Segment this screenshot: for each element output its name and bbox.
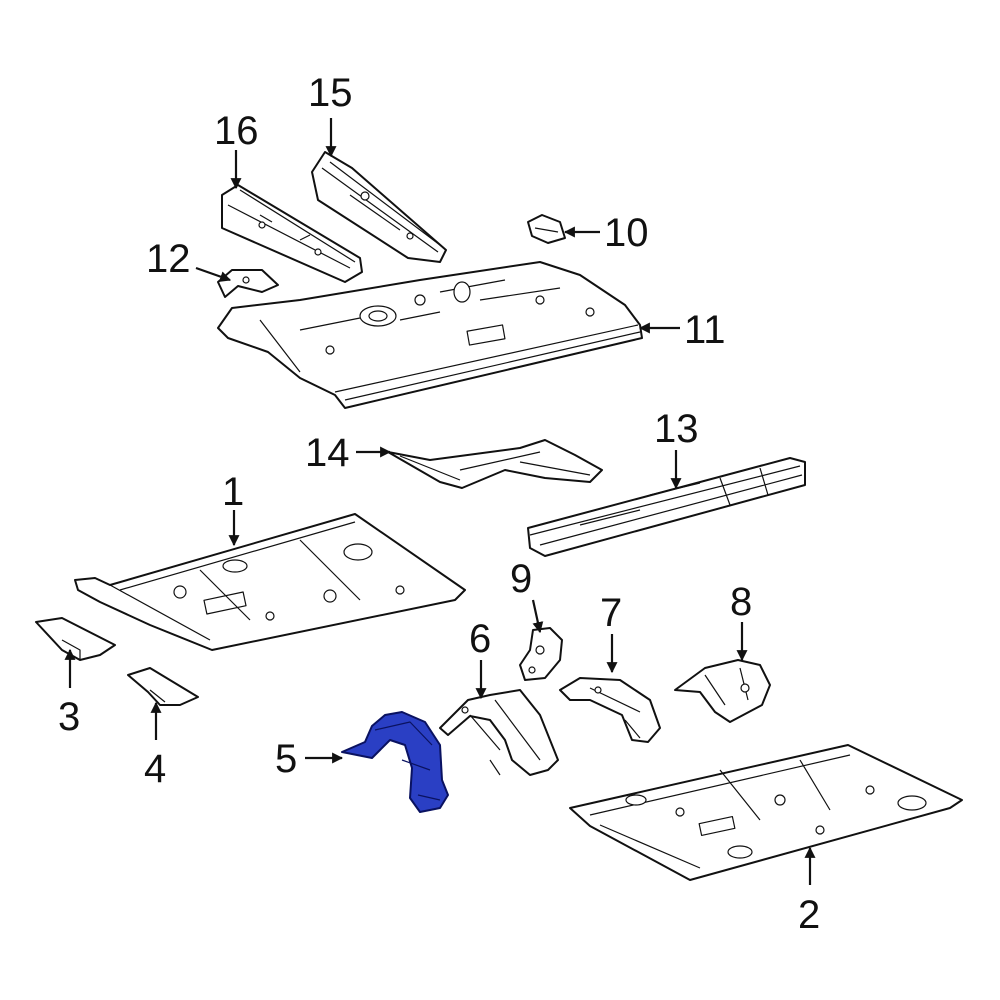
part-3-bracket[interactable]	[35, 617, 116, 661]
callout-4: 4	[144, 747, 166, 791]
part-13-rocker[interactable]	[527, 457, 806, 557]
callout-3: 3	[58, 695, 80, 739]
part-10-bracket[interactable]	[527, 214, 566, 244]
callout-2: 2	[798, 893, 820, 937]
part-2-rear-floor-pan[interactable]	[569, 744, 963, 881]
callout-9: 9	[510, 557, 532, 601]
part-1-front-floor-pan[interactable]	[74, 513, 466, 651]
part-9-bracket[interactable]	[519, 627, 563, 681]
callout-5: 5	[275, 737, 297, 781]
leader-lines	[64, 118, 816, 885]
callout-12: 12	[146, 237, 191, 281]
part-11-center-floor-pan[interactable]	[217, 261, 643, 409]
callout-15: 15	[308, 71, 353, 115]
part-15-reinforcement[interactable]	[311, 151, 447, 263]
callout-6: 6	[469, 617, 491, 661]
part-14-side-member[interactable]	[387, 439, 603, 489]
callout-14: 14	[305, 431, 350, 475]
part-4-bracket[interactable]	[127, 667, 199, 706]
part-5-reinforcement[interactable]	[341, 711, 449, 813]
callout-13: 13	[654, 407, 699, 451]
part-7-bracket[interactable]	[559, 677, 661, 743]
callout-1: 1	[222, 470, 244, 514]
part-6-support[interactable]	[439, 689, 559, 776]
callout-11: 11	[684, 308, 726, 352]
part-12-bracket[interactable]	[217, 269, 279, 298]
callout-8: 8	[730, 580, 752, 624]
part-8-bracket[interactable]	[674, 659, 771, 723]
callout-labels: 1 2 3 4 5 6 7 8 9 10 11 12 13 14 15 16	[58, 71, 820, 937]
callout-16: 16	[214, 109, 259, 153]
callout-7: 7	[600, 591, 622, 635]
callout-10: 10	[604, 211, 649, 255]
